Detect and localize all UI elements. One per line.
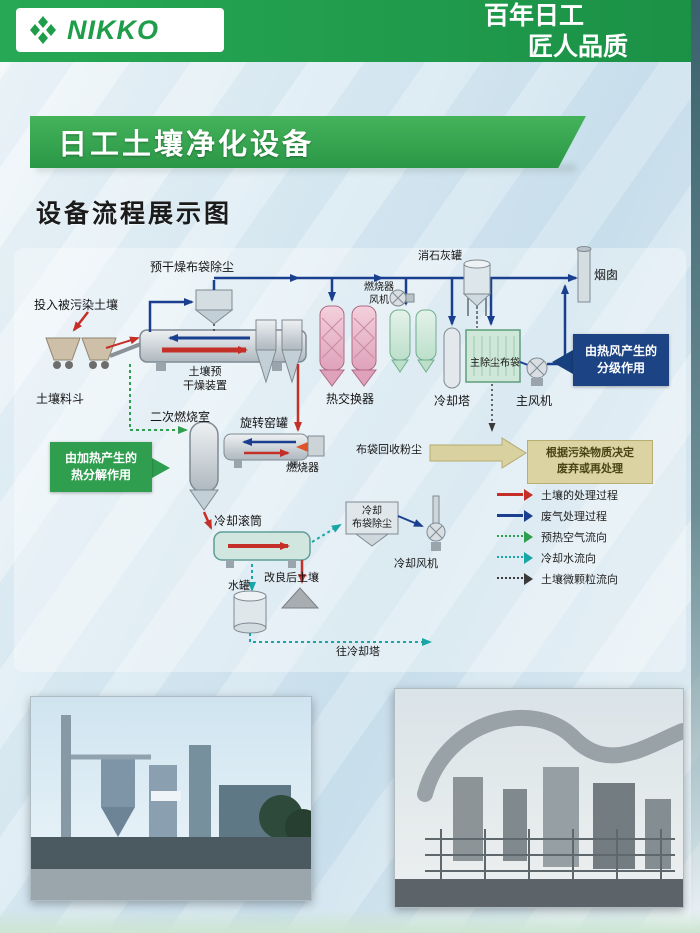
callout-decision: 根据污染物质决定 废弃或再处理 [527, 440, 653, 484]
legend-item-cooling-water: 冷却水流向 [497, 551, 618, 565]
label-predry-device: 土壤预 干燥装置 [183, 366, 227, 392]
label-soil-hopper: 土壤料斗 [36, 392, 85, 406]
label-heat-exchanger: 热交换器 [326, 392, 375, 406]
label-to-cooling-tower: 往冷却塔 [336, 646, 380, 658]
label-improved-soil: 改良后土壤 [264, 572, 319, 584]
label-burner: 燃烧器 [286, 462, 319, 474]
logo-plate: NIKKO [16, 8, 224, 52]
label-cooling-bag: 冷却 布袋除尘 [352, 506, 392, 530]
label-burner-fan: 燃烧器 风机 [364, 282, 394, 306]
label-main-dust-bag: 主除尘布袋 [470, 358, 520, 369]
label-lime-tank: 消石灰罐 [418, 250, 462, 262]
cyclone-separators [255, 319, 303, 384]
poster-bottom-edge [0, 909, 700, 933]
label-input-soil: 投入被污染土壤 [34, 298, 119, 312]
label-predry-bag: 预干燥布袋除尘 [150, 260, 235, 274]
hot-wind-arrow [552, 350, 573, 374]
mint-vessels [389, 309, 437, 373]
legend-item-soil: 土壤的处理过程 [497, 488, 618, 502]
brand-slogan: 百年日工 匠人品质 [484, 1, 628, 64]
nikko-logo-icon [30, 16, 56, 44]
soil-arrow-icon [497, 488, 533, 501]
legend-label: 冷却水流向 [541, 552, 596, 565]
gas-arrow-icon [497, 509, 533, 522]
main-fan-icon [519, 357, 548, 386]
logo-text: NIKKO [67, 14, 159, 45]
lime-tank [462, 259, 492, 328]
burner-fan-icon [389, 289, 415, 307]
chimney-icon [576, 246, 592, 303]
preheat-air-line [129, 364, 188, 434]
flow-shapes [14, 246, 686, 672]
process-flow-diagram: 投入被污染土壤 土壤料斗 预干燥布袋除尘 土壤预 干燥装置 热交换器 燃烧器 风… [0, 246, 700, 686]
callout-hot-wind: 由热风产生的 分级作用 [573, 334, 669, 386]
label-cooling-tower: 冷却塔 [434, 394, 471, 408]
label-cooling-fan: 冷却风机 [394, 558, 438, 570]
fine-particle-arrow-icon [497, 572, 533, 585]
legend-label: 土壤微颗粒流向 [541, 573, 618, 586]
preheat-air-arrow-icon [497, 530, 533, 543]
fine-particle-line [429, 384, 527, 469]
legend-item-preheat-air: 预热空气流向 [497, 530, 618, 544]
banner-shadow [36, 164, 576, 172]
soil-hoppers [45, 311, 117, 369]
top-brand-bar: NIKKO 百年日工 匠人品质 [0, 0, 700, 62]
flow-legend: 土壤的处理过程 废气处理过程 预热空气流向 冷却水流向 土壤微颗粒流向 [497, 488, 618, 586]
predry-bag-filter [148, 280, 234, 332]
water-tank-shape [233, 564, 267, 634]
legend-item-gas: 废气处理过程 [497, 509, 618, 523]
slogan-line1: 百年日工 [483, 3, 584, 30]
label-secondary-chamber: 二次燃烧室 [150, 410, 211, 424]
rotary-kiln-shape [223, 364, 325, 468]
secondary-combustion-chamber [152, 421, 219, 511]
label-chimney: 烟囱 [594, 268, 619, 282]
main-dust-bag-house [465, 329, 521, 383]
cooling-fan-icon [426, 495, 446, 551]
poster-right-edge [691, 0, 700, 933]
cooling-water-arrow-icon [497, 551, 533, 564]
cooling-tower-vessel [443, 327, 461, 389]
legend-label: 土壤的处理过程 [541, 489, 618, 502]
legend-label: 预热空气流向 [541, 531, 607, 544]
slogan-line2: 匠人品质 [527, 34, 628, 62]
plant-photo-right [394, 688, 684, 908]
plant-photo-left [30, 696, 312, 901]
callout-heating: 由加热产生的 热分解作用 [50, 442, 152, 492]
label-water-tank: 水罐 [228, 580, 250, 592]
cooling-bag-filter [311, 501, 424, 547]
improved-soil-pile [280, 560, 320, 609]
section-title: 设备流程展示图 [36, 200, 233, 228]
label-bag-dust: 布袋回收粉尘 [356, 444, 422, 456]
label-main-fan: 主风机 [516, 394, 553, 408]
cooling-drum-shape [202, 511, 311, 568]
title-banner: 日工土壤净化设备 [30, 116, 586, 168]
legend-item-fine-particles: 土壤微颗粒流向 [497, 572, 618, 586]
heat-exchanger-vessels [319, 305, 377, 387]
legend-label: 废气处理过程 [541, 510, 607, 523]
cooling-water-line [249, 633, 432, 646]
label-rotary-kiln: 旋转窑罐 [240, 416, 289, 430]
label-cooling-drum: 冷却滚筒 [214, 514, 263, 528]
